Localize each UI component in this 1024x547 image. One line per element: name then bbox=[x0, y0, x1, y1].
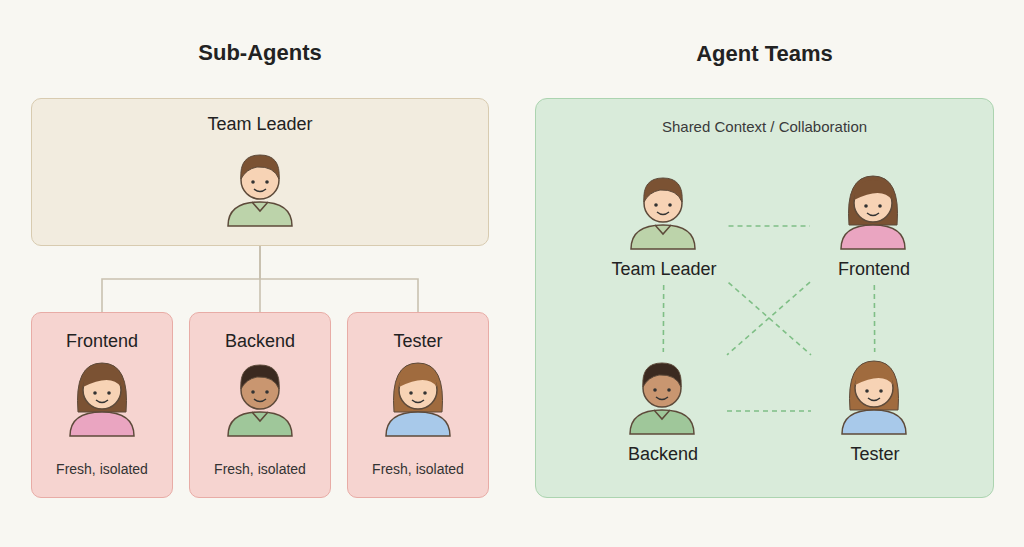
team-panel: Agent TeamsShared Context / Collaboratio… bbox=[535, 98, 994, 498]
collaboration-link bbox=[729, 283, 811, 355]
node-label: Team Leader bbox=[611, 259, 716, 281]
node-label: Frontend bbox=[838, 259, 910, 281]
node-label: Frontend bbox=[66, 331, 138, 353]
frontend-avatar bbox=[841, 176, 905, 249]
hierarchy-connector bbox=[260, 246, 418, 312]
collaboration-link bbox=[727, 410, 811, 412]
node-label: Tester bbox=[393, 331, 442, 353]
subagent-box: BackendFresh, isolated bbox=[189, 312, 331, 498]
subagent-box: FrontendFresh, isolated bbox=[31, 312, 173, 498]
frontend-avatar bbox=[70, 363, 134, 436]
hierarchy-connector bbox=[102, 246, 260, 312]
collaboration-link bbox=[727, 282, 810, 355]
team-member: Tester bbox=[815, 356, 935, 466]
team-member: Frontend bbox=[814, 171, 934, 281]
subagent-box: TesterFresh, isolated bbox=[347, 312, 489, 498]
node-label: Tester bbox=[850, 444, 899, 466]
node-label: Backend bbox=[628, 444, 698, 466]
node-label: Backend bbox=[225, 331, 295, 353]
panel-caption: Shared Context / Collaboration bbox=[662, 118, 867, 136]
leader-box: Team Leader bbox=[31, 98, 489, 246]
node-label: Team Leader bbox=[207, 114, 312, 136]
backend-avatar bbox=[630, 363, 694, 434]
team-member: Backend bbox=[603, 356, 723, 466]
collaboration-link bbox=[663, 285, 665, 352]
tester-avatar bbox=[386, 363, 450, 436]
leader-avatar bbox=[631, 178, 695, 249]
team-member: Team Leader bbox=[603, 171, 724, 281]
hierarchy-connector bbox=[259, 246, 261, 312]
leader-avatar bbox=[228, 155, 292, 226]
collaboration-link bbox=[874, 285, 876, 352]
section-heading: Sub-Agents bbox=[31, 40, 489, 66]
node-note: Fresh, isolated bbox=[214, 461, 306, 478]
tester-avatar bbox=[842, 361, 906, 434]
collaboration-link bbox=[729, 225, 810, 227]
node-note: Fresh, isolated bbox=[56, 461, 148, 478]
section-heading: Agent Teams bbox=[536, 41, 993, 67]
node-note: Fresh, isolated bbox=[372, 461, 464, 478]
backend-avatar bbox=[228, 365, 292, 436]
